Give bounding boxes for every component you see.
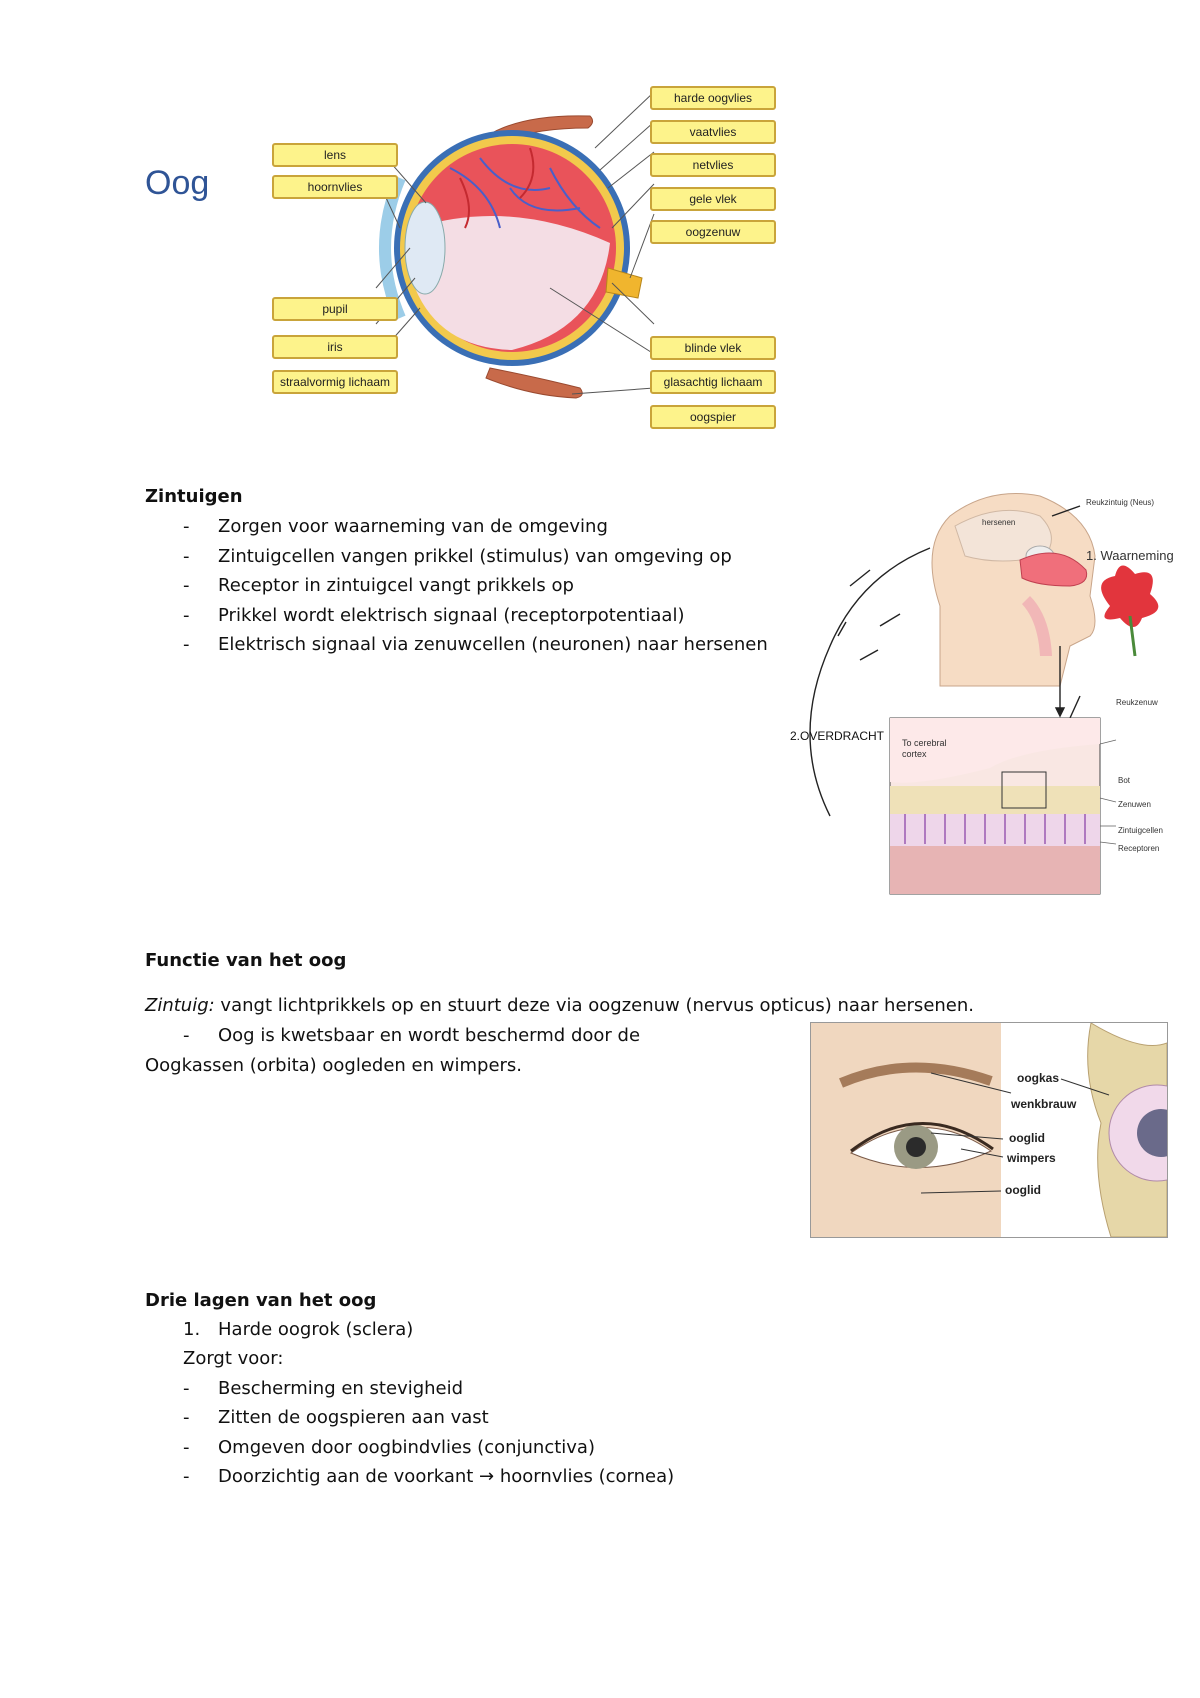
functie-heading: Functie van het oog (145, 950, 347, 971)
lagen-subheading: Zorgt voor: (183, 1348, 284, 1369)
label-iris: iris (272, 335, 398, 359)
eye-diagram: lens hoornvlies pupil iris straalvormig … (250, 78, 780, 438)
face-label-wimpers: wimpers (1007, 1151, 1056, 1165)
waarneming-label: 1. Waarneming (1086, 548, 1174, 563)
label-oogspier: oogspier (650, 405, 776, 429)
label-gele-vlek: gele vlek (650, 187, 776, 211)
label-pupil: pupil (272, 297, 398, 321)
label-straalvormig-lichaam: straalvormig lichaam (272, 370, 398, 394)
label-vaatvlies: vaatvlies (650, 120, 776, 144)
label-blinde-vlek: blinde vlek (650, 336, 776, 360)
smell-label-bot: Bot (1118, 776, 1131, 785)
face-label-ooglid-top: ooglid (1009, 1131, 1045, 1145)
label-netvlies: netvlies (650, 153, 776, 177)
smell-label-zenuwen: Zenuwen (1118, 800, 1151, 809)
functie-continuation: Oogkassen (orbita) oogleden en wimpers. (145, 1055, 523, 1076)
face-label-wenkbrauw: wenkbrauw (1011, 1097, 1077, 1111)
overdracht-label: 2.OVERDRACHT (790, 729, 885, 743)
eye-face-skull-illustration (811, 1023, 1167, 1237)
label-glasachtig-lichaam: glasachtig lichaam (650, 370, 776, 394)
smell-label-receptoren: Receptoren (1118, 844, 1160, 853)
eye-photo: oogkas wenkbrauw ooglid wimpers ooglid (810, 1022, 1168, 1238)
face-label-ooglid-bottom: ooglid (1005, 1183, 1041, 1197)
lagen-heading: Drie lagen van het oog (145, 1290, 377, 1311)
functie-sentence: Zintuig: vangt lichtprikkels op en stuur… (145, 995, 974, 1016)
smell-diagram: Reukzintuig (Neus) hersenen 1. Waarnemin… (790, 486, 1180, 906)
smell-label-reukzenuw: Reukzenuw (1116, 698, 1158, 707)
functie-term: Zintuig: (145, 995, 215, 1016)
functie-text: vangt lichtprikkels op en stuurt deze vi… (214, 995, 974, 1016)
face-label-oogkas: oogkas (1017, 1071, 1060, 1085)
smell-label-zintuigcellen: Zintuigcellen (1118, 826, 1163, 835)
smell-label-hersenen: hersenen (982, 518, 1016, 527)
label-oogzenuw: oogzenuw (650, 220, 776, 244)
smell-label-reukzintuig: Reukzintuig (Neus) (1086, 498, 1155, 507)
page-title: Oog (145, 164, 210, 202)
cortex-label: To cerebral cortex (902, 738, 947, 759)
head-and-receptor-illustration (809, 493, 1159, 895)
label-hoornvlies: hoornvlies (272, 175, 398, 199)
label-harde-oogvlies: harde oogvlies (650, 86, 776, 110)
eye-cross-section-illustration (375, 91, 655, 399)
zintuigen-heading: Zintuigen (145, 486, 243, 507)
label-lens: lens (272, 143, 398, 167)
